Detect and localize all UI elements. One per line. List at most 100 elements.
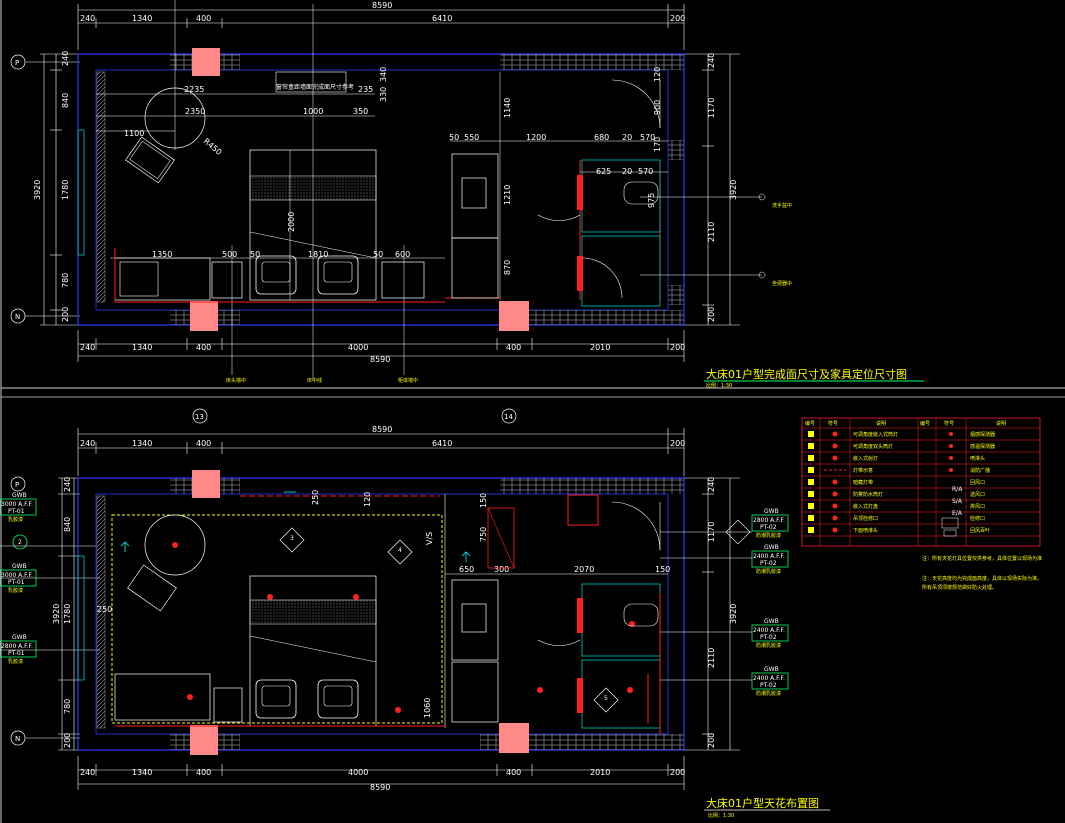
centerline-label-headwall: 床头墙中 [226, 377, 246, 384]
centerline-label-cabinet: 柜体墙中 [398, 377, 418, 384]
right-ceiling-tag-2: GWB 2400 A.F.F. PT-02 防潮乳胶漆 [751, 544, 789, 575]
b-inner-dim-250b: 250 [97, 605, 112, 614]
inner-dim-975a: 975 [647, 193, 656, 208]
left-tag-1-height: 3000 A.F.F. [1, 501, 33, 508]
legend-right-5: 送风口 [970, 491, 985, 498]
legend-left-3: 灯带示意 [853, 467, 873, 474]
legend-right-6: 排风口 [970, 503, 985, 510]
section-marker-2-label: 2 [18, 539, 22, 546]
right-tag-1-code: GWB [764, 508, 779, 515]
left-ceiling-tag-3: GWB 2800 A.F.F. PT-01 乳胶漆 [0, 634, 37, 665]
b-lounge-chair [127, 564, 177, 612]
inner-dim-570a: 570 [640, 133, 655, 142]
inner-dim-235: 235 [358, 85, 373, 94]
b-left-dim-3: 1780 [63, 604, 72, 624]
legend-note-1: 注：天花高度均为完成面高度，具体以现场实际为准。 [922, 575, 1042, 582]
entry-door-swing [611, 79, 661, 129]
b-right-total-dim: 3920 [729, 604, 738, 624]
right-dim-3: 2110 [707, 222, 716, 242]
section-diamond-5: 5 [593, 687, 619, 713]
left-tag-3-height: 2800 A.F.F. [1, 643, 33, 650]
right-tag-3-finish: PT-02 [760, 634, 777, 641]
left-tag-3-code: GWB [12, 634, 27, 641]
section-marker-5-label: 5 [604, 695, 608, 702]
b-toilet-door-handle [577, 678, 583, 713]
legend-right-symbol-1: S/A [952, 498, 963, 505]
b-axis-marker-p [10, 476, 26, 492]
legend-left-4: 暗藏灯带 [853, 479, 873, 486]
b-bottom-dim-1: 240 [80, 768, 95, 777]
bed-frame [249, 149, 377, 301]
inner-dim-lines [96, 72, 668, 300]
b-top-dim-5: 200 [670, 439, 685, 448]
top-dim-3: 400 [196, 14, 211, 23]
column-bottom-right [499, 301, 529, 331]
bench-cushion [119, 261, 159, 297]
top-overall-dim: 8590 [372, 1, 392, 10]
b-bottom-dim-7: 200 [670, 768, 685, 777]
b-right-dim-3: 2110 [707, 648, 716, 668]
right-tag-1-finish: PT-02 [760, 524, 777, 531]
legend-header-2: 说明 [876, 420, 886, 427]
legend-left-8: 下面喷淋头 [853, 527, 878, 534]
top-dimension-chain [77, 4, 685, 50]
bath-marker-1 [758, 193, 766, 201]
right-tag-1-name: 防潮乳胶漆 [756, 532, 781, 539]
lounge-chair [125, 136, 175, 184]
b-bottom-dimension-chain [77, 756, 685, 790]
b-wardrobe [451, 661, 499, 723]
wall-brick-right-lower [668, 285, 684, 305]
legend-note-2: 所有吊顶须按规范做好防火处理。 [922, 584, 997, 591]
left-dim-3: 1780 [61, 180, 70, 200]
curtain-box-label: 窗帘盒距墙面完成面尺寸参考 [276, 83, 354, 91]
legend-right-2: 喷淋头 [970, 455, 985, 462]
inner-dim-870: 870 [503, 260, 512, 275]
b-overall-dim: 8590 [372, 425, 392, 434]
right-dimension-chain [684, 53, 740, 326]
left-dim-2: 840 [61, 93, 70, 108]
right-ceiling-tag-4: GWB 2400 A.F.F. PT-02 防潮乳胶漆 [751, 666, 789, 697]
b-left-dimension-chain [58, 477, 80, 751]
right-tag-2-code: GWB [764, 544, 779, 551]
legend-left-0: 可调角度嵌入式筒灯 [853, 431, 898, 438]
shower-door-swing [537, 214, 581, 221]
legend-header-3: 编号 [920, 420, 930, 427]
legend-header-1: 符号 [828, 420, 838, 427]
legend-right-0: 烟感探测器 [970, 431, 995, 438]
b-top-dim-3: 400 [196, 439, 211, 448]
inner-dim-50c: 50 [449, 133, 459, 142]
inner-dim-2350: 2350 [185, 107, 205, 116]
curtain-box [275, 71, 347, 93]
bath-label-basin: 洗手盆中 [772, 202, 792, 209]
b-bottom-dim-2: 1340 [132, 768, 152, 777]
inner-dim-20a: 20 [622, 133, 632, 142]
inner-dim-20b: 20 [622, 167, 632, 176]
inner-dim-350: 350 [353, 107, 368, 116]
right-tag-1-height: 2800 A.F.F. [753, 517, 785, 524]
legend-left-6: 嵌入式灯盘 [853, 503, 878, 510]
left-tag-3-name: 乳胶漆 [8, 658, 23, 665]
b-column-top-left [192, 470, 220, 498]
air-supply-arrows [120, 491, 471, 562]
toilet-door-handle [577, 256, 583, 291]
wall-brick-bottom-right [500, 310, 684, 325]
bath-marker-2 [758, 271, 766, 279]
right-tag-2-height: 2400 A.F.F. [753, 553, 785, 560]
inner-dim-500: 500 [222, 250, 237, 259]
exhaust-fan [567, 494, 599, 526]
axis-marker-13 [192, 408, 208, 424]
bottom-dim-5: 400 [506, 343, 521, 352]
legend-right-4: 回风口 [970, 480, 985, 486]
b-inner-dim-750: 750 [479, 527, 488, 542]
ceiling-access-panel [487, 507, 515, 569]
left-tag-1-finish: PT-01 [8, 508, 25, 515]
axis-marker-14 [501, 408, 517, 424]
lighting-legend: 编号 符号 说明 编号 符号 说明 [801, 417, 1042, 591]
inner-dim-2000: 2000 [287, 212, 296, 232]
legend-right-7: 检修口 [970, 515, 985, 522]
b-inner-dim-150b: 150 [479, 493, 488, 508]
plan-bottom-scale: 比例：1:30 [708, 812, 734, 819]
section-marker-2 [12, 534, 28, 550]
b-entry-door-swing [611, 501, 661, 551]
round-table [144, 87, 206, 149]
